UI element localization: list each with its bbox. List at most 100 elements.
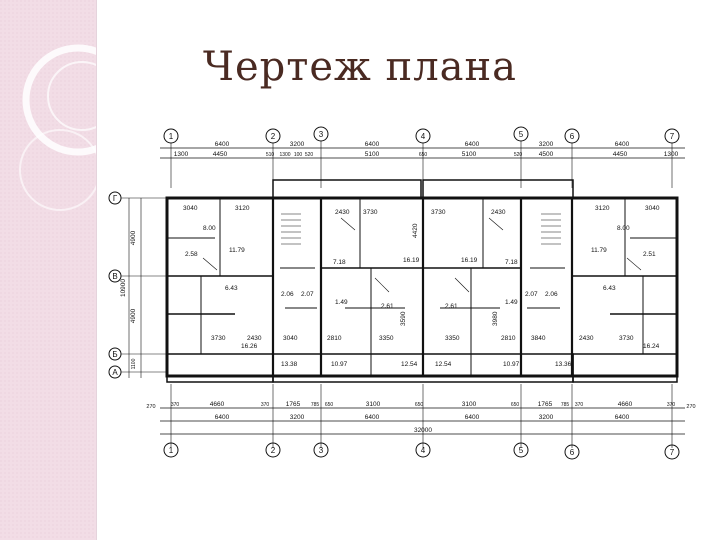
room-area: 8.00 [203, 225, 216, 232]
dimension-label: 6400 [365, 141, 380, 148]
dimension-label: 270 [146, 404, 155, 410]
dimension-label: 370 [171, 402, 180, 408]
dimension-label: 6400 [465, 414, 480, 421]
dimension-label: 4500 [539, 151, 554, 158]
axis-label: 4 [421, 132, 426, 141]
room-dimension: 3590 [400, 311, 407, 326]
room-dimension: 3730 [363, 209, 378, 216]
building-walls [165, 179, 679, 383]
room-area: 8.00 [617, 225, 630, 232]
dimension-label: 4660 [618, 401, 633, 408]
bottom-axis-markers: 1 2 3 4 5 6 7 [163, 442, 680, 460]
slide-title: Чертеж плана [203, 44, 517, 90]
dimension-label: 785 [561, 402, 570, 408]
axis-label: 6 [570, 448, 575, 457]
room-dimension: 3730 [619, 335, 634, 342]
room-area: 12.54 [435, 361, 452, 368]
room-area: 16.19 [403, 257, 420, 264]
dimension-label: 1300 [174, 151, 189, 158]
dimension-label: 3100 [366, 401, 381, 408]
room-dimension: 3040 [645, 205, 660, 212]
room-area: 13.38 [281, 361, 298, 368]
dimension-label: 6400 [215, 414, 230, 421]
dimension-label: 3200 [539, 414, 554, 421]
room-dimension: 2430 [579, 335, 594, 342]
room-dimension: 3730 [211, 335, 226, 342]
room-dimension: 4420 [412, 223, 419, 238]
room-area: 12.54 [401, 361, 418, 368]
room-dimension: 3730 [431, 209, 446, 216]
room-area: 13.36 [555, 361, 572, 368]
dimension-label: 1300 [664, 151, 679, 158]
dimension-label: 4660 [210, 401, 225, 408]
dimension-label: 510 [266, 152, 275, 158]
axis-label: 1 [169, 132, 174, 141]
room-dimension: 2430 [247, 335, 262, 342]
dimension-label: 6400 [365, 414, 380, 421]
dimension-label: 650 [511, 402, 520, 408]
room-area: 7.18 [333, 259, 346, 266]
dimension-label: 5100 [462, 151, 477, 158]
dimension-label: 3100 [462, 401, 477, 408]
dimension-label: 6400 [215, 141, 230, 148]
room-area: 2.61 [445, 303, 458, 310]
room-dimension: 2810 [501, 335, 516, 342]
room-area: 16.24 [643, 343, 660, 350]
axis-label: А [112, 368, 118, 377]
dimension-label: 4450 [213, 151, 228, 158]
axis-label: 6 [570, 132, 575, 141]
dimension-label: 1300 [279, 152, 290, 158]
room-area: 2.06 [281, 291, 294, 298]
dimension-label: 6400 [465, 141, 480, 148]
dimension-label: 650 [415, 402, 424, 408]
dimension-label: 1765 [538, 401, 553, 408]
dimension-label: 10900 [120, 279, 127, 297]
dimension-label: 1765 [286, 401, 301, 408]
room-dimension: 3040 [183, 205, 198, 212]
dimension-label: 3200 [290, 141, 305, 148]
axis-label: 7 [670, 448, 675, 457]
axis-label: 5 [519, 446, 524, 455]
room-dimension: 3350 [379, 335, 394, 342]
room-dimension: 3040 [283, 335, 298, 342]
room-area: 2.51 [643, 251, 656, 258]
dimension-label: 4900 [130, 308, 137, 323]
dimension-label: 520 [514, 152, 523, 158]
room-area: 16.26 [241, 343, 258, 350]
top-axis-markers: 1 2 3 4 5 6 7 [163, 126, 680, 144]
axis-label: В [112, 272, 117, 281]
dimension-label: 100 [294, 152, 303, 158]
room-dimension: 3120 [235, 205, 250, 212]
axis-label: Б [112, 350, 117, 359]
room-area: 6.43 [225, 285, 238, 292]
room-area: 2.58 [185, 251, 198, 258]
bottom-dimensions: 270 370 4660 370 1765 785 650 3100 650 3… [146, 384, 696, 448]
room-dimension: 3840 [531, 335, 546, 342]
axis-label: 5 [519, 130, 524, 139]
axis-label: Г [113, 194, 118, 203]
room-area: 11.79 [591, 247, 607, 254]
axis-label: 1 [169, 446, 174, 455]
dimension-label: 370 [261, 402, 270, 408]
room-area: 16.19 [461, 257, 478, 264]
room-area: 7.18 [505, 259, 518, 266]
axis-label: 3 [319, 130, 324, 139]
dimension-label: 520 [305, 152, 314, 158]
floor-plan-svg: 1 2 3 4 5 6 7 6400 3200 6400 6400 3200 6… [108, 126, 696, 460]
decorative-circles [0, 0, 96, 540]
room-area: 1.49 [505, 299, 518, 306]
room-area: 11.79 [229, 247, 245, 254]
room-area: 10.97 [331, 361, 348, 368]
room-area: 2.06 [545, 291, 558, 298]
dimension-label: 3200 [290, 414, 305, 421]
room-area: 1.49 [335, 299, 348, 306]
room-dimension: 2430 [491, 209, 506, 216]
room-area: 10.97 [503, 361, 520, 368]
room-dimension: 2810 [327, 335, 342, 342]
overall-dimension: 32000 [414, 427, 432, 434]
dimension-label: 650 [419, 152, 428, 158]
top-dimensions: 6400 3200 6400 6400 3200 6400 1300 4450 … [160, 141, 685, 188]
floor-plan-drawing: 1 2 3 4 5 6 7 6400 3200 6400 6400 3200 6… [105, 118, 720, 470]
dimension-label: 5100 [365, 151, 380, 158]
dimension-label: 785 [311, 402, 320, 408]
